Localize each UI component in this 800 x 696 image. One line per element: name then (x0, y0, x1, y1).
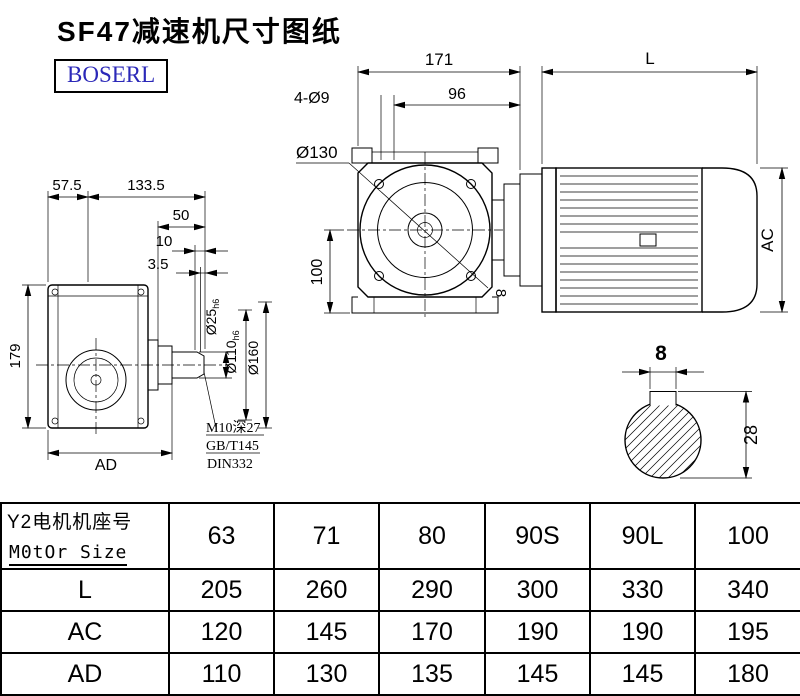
dim-label-171: 171 (425, 50, 453, 69)
technical-drawing: 57.5 133.5 50 10 3.5 179 (7, 49, 788, 479)
motor-size-cell: 71 (273, 502, 380, 570)
shaft-dia-tol: h6 (211, 299, 221, 309)
dim-label-keyway-height: 28 (741, 425, 761, 445)
value-cell: 110 (168, 652, 275, 696)
value-cell: 340 (694, 568, 800, 612)
brand-logo: BOSERL (54, 59, 169, 94)
motor-size-cell: 90S (484, 502, 591, 570)
value-cell: 135 (378, 652, 486, 696)
value-cell: 145 (589, 652, 696, 696)
dim-label-133-5: 133.5 (127, 177, 165, 194)
motor-size-header-cell: Y2电机机座号 M0tOr Size (0, 502, 170, 570)
row-label-cell: AC (0, 610, 170, 654)
spec-table: Y2电机机座号 M0tOr Size 63 71 80 90S 90L 100 … (0, 502, 800, 696)
dim-label-bolt-holes: 4-Ø9 (294, 90, 330, 107)
dim-label-key-8: 8 (492, 289, 509, 297)
spigot-dia-value: Ø110 (223, 340, 239, 373)
dim-label-L: L (645, 49, 654, 68)
value-cell: 145 (273, 610, 380, 654)
motor-view: L AC (491, 49, 788, 313)
page-title: SF47减速机尺寸图纸 (57, 16, 342, 47)
side-view: 57.5 133.5 50 10 3.5 179 (7, 177, 272, 474)
value-cell: 205 (168, 568, 275, 612)
dim-label-AC: AC (758, 228, 777, 252)
value-cell: 260 (273, 568, 380, 612)
note-tapped-hole: M10深27 (206, 420, 260, 436)
value-cell: 290 (378, 568, 486, 612)
value-cell: 190 (589, 610, 696, 654)
dim-label-shaft-dia: Ø25h6 (203, 299, 221, 335)
row-label-cell: AD (0, 652, 170, 696)
value-cell: 120 (168, 610, 275, 654)
front-view: 171 96 4-Ø9 Ø130 8 100 (294, 50, 521, 318)
value-cell: 195 (694, 610, 800, 654)
dim-label-AD: AD (95, 457, 117, 474)
dim-label-flange-od: Ø160 (245, 341, 261, 375)
dim-label-100: 100 (309, 259, 326, 286)
value-cell: 180 (694, 652, 800, 696)
dim-label-flange-dia: Ø130 (296, 143, 338, 162)
note-standard-gb: GB/T145 (206, 439, 259, 454)
motor-size-cell: 80 (378, 502, 486, 570)
dim-label-57-5: 57.5 (52, 177, 81, 194)
dim-label-96: 96 (448, 86, 466, 103)
table-row-AD: AD 110 130 135 145 145 180 (0, 652, 800, 696)
value-cell: 130 (273, 652, 380, 696)
shaft-section-view: 8 28 (622, 342, 761, 479)
table-row-AC: AC 120 145 170 190 190 195 (0, 610, 800, 654)
header-label-en: M0tOr Size (9, 542, 128, 566)
shaft-dia-value: Ø25 (203, 309, 219, 336)
header-label-cn: Y2电机机座号 (7, 512, 133, 533)
dim-label-spigot-dia: Ø110h6 (223, 330, 241, 373)
value-cell: 170 (378, 610, 486, 654)
motor-size-cell: 100 (694, 502, 800, 570)
value-cell: 190 (484, 610, 591, 654)
motor-size-cell: 90L (589, 502, 696, 570)
row-label-cell: L (0, 568, 170, 612)
dim-label-50: 50 (173, 207, 190, 224)
value-cell: 145 (484, 652, 591, 696)
dim-label-3-5: 3.5 (148, 256, 169, 273)
spigot-dia-tol: h6 (231, 330, 241, 340)
dim-label-10: 10 (156, 233, 173, 250)
dim-label-key-width: 8 (655, 342, 667, 365)
note-standard-din: DIN332 (207, 457, 253, 472)
value-cell: 330 (589, 568, 696, 612)
table-header-row: Y2电机机座号 M0tOr Size 63 71 80 90S 90L 100 (0, 502, 800, 570)
dim-label-179: 179 (7, 343, 24, 368)
motor-size-cell: 63 (168, 502, 275, 570)
table-row-L: L 205 260 290 300 330 340 (0, 568, 800, 612)
value-cell: 300 (484, 568, 591, 612)
